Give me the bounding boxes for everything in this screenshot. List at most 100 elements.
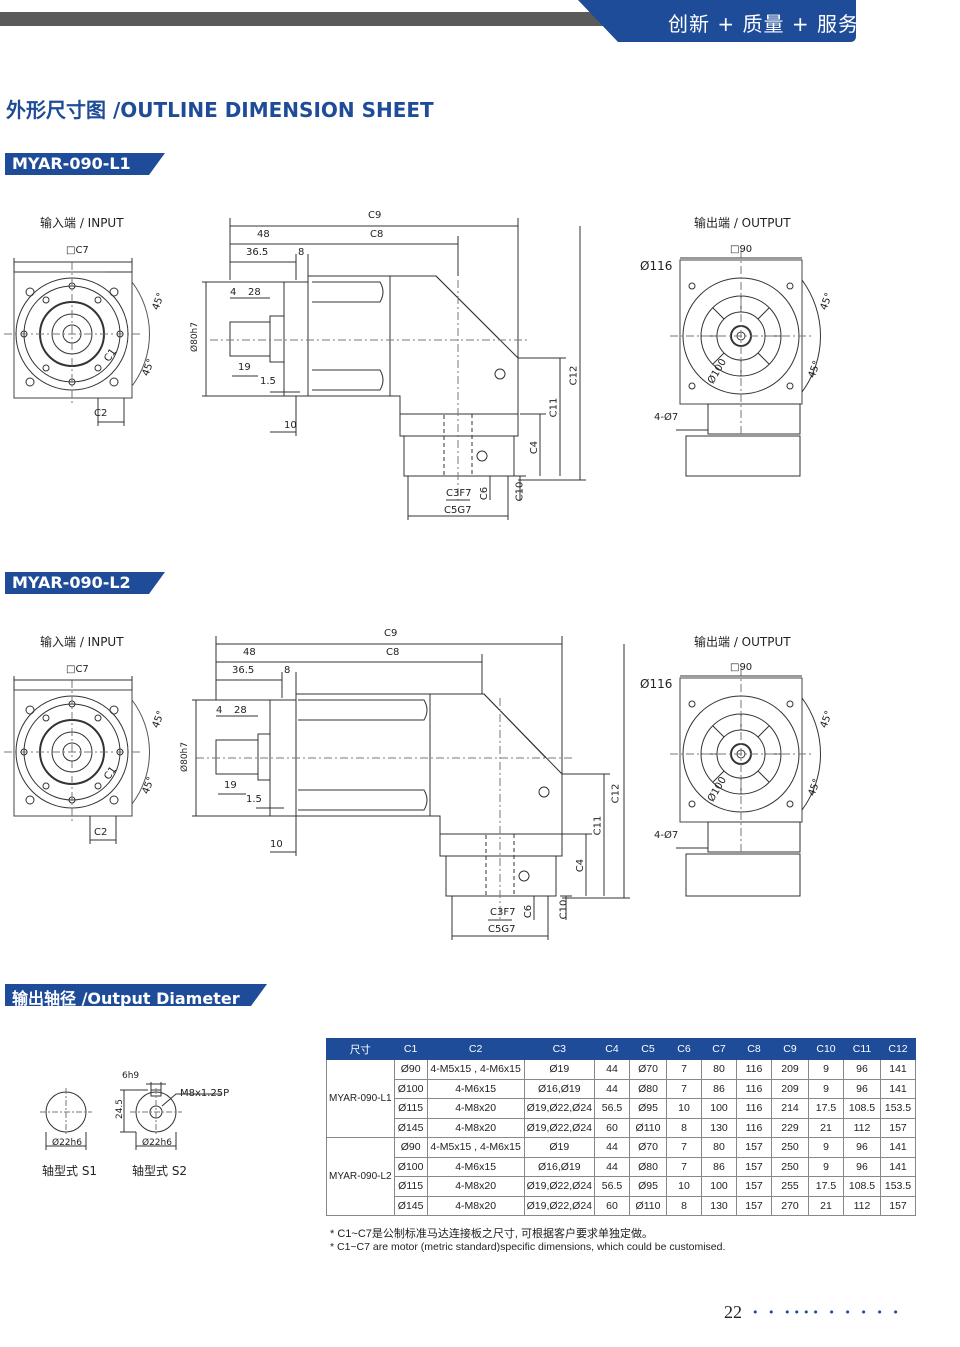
table-header-cell: C12 — [880, 1038, 916, 1060]
table-cell: 4-M8x20 — [426, 1195, 525, 1216]
header-slogan: 创新 + 质量 + 服务 — [668, 12, 859, 36]
table-cell: 56.5 — [594, 1176, 630, 1197]
table-cell: 17.5 — [808, 1098, 844, 1119]
n4-label-l2: 4 — [216, 705, 223, 716]
table-cell: Ø16,Ø19 — [523, 1078, 596, 1099]
n15-label-l1: 1.5 — [260, 376, 276, 387]
table-cell: Ø115 — [393, 1098, 428, 1119]
table-cell: Ø80 — [629, 1156, 667, 1177]
note-en: * C1~C7 are motor (metric standard)speci… — [330, 1241, 726, 1253]
sq90-label-l1: □90 — [730, 244, 753, 255]
n36-label-l2: 36.5 — [232, 665, 255, 676]
table-header-cell: C1 — [393, 1038, 428, 1060]
c5-label-l1: C5G7 — [444, 505, 472, 516]
shaft-s2-height: 24.5 — [115, 1098, 126, 1120]
note-cn: * C1~C7是公制标准马达连接板之尺寸, 可根据客户要求单独定做。 — [330, 1228, 653, 1240]
table-model-cell: MYAR-090-L1 — [326, 1059, 395, 1138]
table-cell: 8 — [666, 1117, 702, 1138]
table-cell: 112 — [843, 1117, 881, 1138]
table-cell: Ø19,Ø22,Ø24 — [523, 1195, 596, 1216]
header-bar — [0, 12, 620, 26]
table-cell: 96 — [843, 1078, 881, 1099]
page-dots: • • •••• • • • • • — [752, 1306, 902, 1319]
output-flange-l2-drawing — [670, 668, 821, 897]
shaft-s2-thread: M8x1.25P — [180, 1088, 230, 1099]
table-cell: Ø19,Ø22,Ø24 — [523, 1176, 596, 1197]
table-cell: 250 — [771, 1137, 809, 1158]
section-l1: MYAR-090-L1 — [5, 153, 165, 175]
table-cell: 100 — [701, 1098, 737, 1119]
table-cell: Ø90 — [393, 1059, 428, 1080]
table-cell: 108.5 — [843, 1098, 881, 1119]
d116-label-l2: Ø116 — [640, 677, 673, 691]
table-cell: 209 — [771, 1059, 809, 1080]
output-flange-l1-drawing — [670, 250, 821, 477]
d116-label-l1: Ø116 — [640, 259, 673, 273]
table-cell: Ø70 — [629, 1059, 667, 1080]
table-cell: Ø19,Ø22,Ø24 — [523, 1098, 596, 1119]
n28-label-l2: 28 — [234, 705, 247, 716]
table-cell: 229 — [771, 1117, 809, 1138]
table-cell: 80 — [701, 1137, 737, 1158]
table-cell: Ø70 — [629, 1137, 667, 1158]
table-cell: 7 — [666, 1137, 702, 1158]
table-cell: Ø145 — [393, 1117, 428, 1138]
table-cell: 21 — [808, 1195, 844, 1216]
table-cell: 7 — [666, 1059, 702, 1080]
table-cell: 4-M8x20 — [426, 1098, 525, 1119]
table-cell: Ø16,Ø19 — [523, 1156, 596, 1177]
table-cell: 116 — [736, 1117, 772, 1138]
side-view-l1-drawing — [202, 218, 586, 520]
table-cell: 80 — [701, 1059, 737, 1080]
table-cell: 108.5 — [843, 1176, 881, 1197]
table-cell: 44 — [594, 1137, 630, 1158]
shaft-s1-diameter: Ø22h6 — [52, 1138, 82, 1148]
n10-label-l1: 10 — [284, 420, 297, 431]
table-cell: 56.5 — [594, 1098, 630, 1119]
table-cell: Ø110 — [629, 1195, 667, 1216]
n28-label-l1: 28 — [248, 287, 261, 298]
c7-label-l2: □C7 — [66, 664, 89, 675]
table-cell: 60 — [594, 1117, 630, 1138]
side-view-l2-drawing — [192, 636, 630, 940]
section-l2: MYAR-090-L2 — [5, 572, 165, 594]
table-cell: Ø80 — [629, 1078, 667, 1099]
table-cell: 157 — [736, 1195, 772, 1216]
table-cell: Ø115 — [393, 1176, 428, 1197]
page-title: 外形尺寸图 /OUTLINE DIMENSION SHEET — [6, 98, 434, 122]
section-shaft-label: 输出轴径 /Output Diameter — [12, 989, 240, 1008]
table-cell: 96 — [843, 1059, 881, 1080]
table-cell: 4-M6x15 — [426, 1156, 525, 1177]
table-cell: 157 — [736, 1137, 772, 1158]
header-tab — [578, 0, 856, 42]
n8-label-l2: 8 — [284, 665, 291, 676]
holes-label-l2: 4-Ø7 — [654, 830, 679, 841]
table-header-cell: C10 — [808, 1038, 844, 1060]
c3-label-l2: C3F7 — [490, 907, 516, 918]
n10-label-l2: 10 — [270, 839, 283, 850]
table-cell: 100 — [701, 1176, 737, 1197]
sq90-label-l2: □90 — [730, 662, 753, 673]
n4-label-l1: 4 — [230, 287, 237, 298]
table-cell: Ø19 — [523, 1137, 596, 1158]
input-label-l1: 输入端 / INPUT — [40, 216, 124, 230]
table-cell: 9 — [808, 1156, 844, 1177]
table-header-cell: 尺寸 — [326, 1038, 395, 1060]
table-cell: Ø90 — [393, 1137, 428, 1158]
table-cell: 4-M8x20 — [426, 1117, 525, 1138]
table-cell: 10 — [666, 1098, 702, 1119]
input-label-l2: 输入端 / INPUT — [40, 635, 124, 649]
table-cell: 4-M5x15 , 4-M6x15 — [426, 1137, 525, 1158]
table-cell: 9 — [808, 1078, 844, 1099]
table-cell: 153.5 — [880, 1098, 916, 1119]
table-cell: 96 — [843, 1137, 881, 1158]
table-cell: 10 — [666, 1176, 702, 1197]
shaft-s2-drawing — [120, 1082, 222, 1150]
shaft-s2-key: 6h9 — [122, 1071, 140, 1081]
